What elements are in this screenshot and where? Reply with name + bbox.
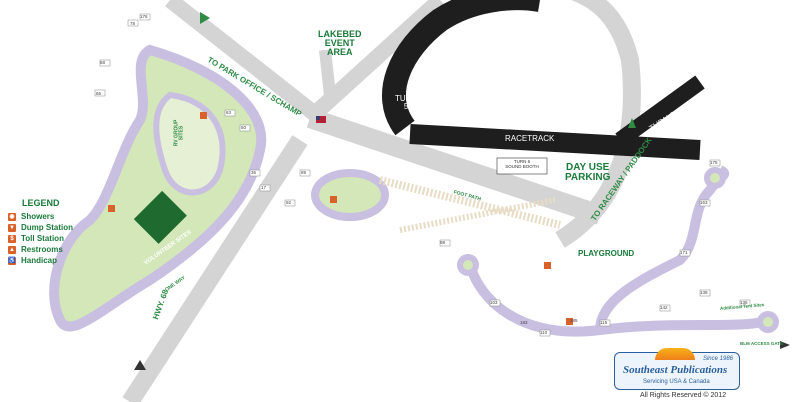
- volunteer-sites-block: [133, 190, 187, 244]
- site-number: 163: [700, 200, 708, 205]
- site-number: 36: [251, 170, 257, 175]
- racetrack-turn6: [615, 75, 705, 147]
- site-number: 175: [710, 160, 718, 165]
- dump-station-icon: ▼: [8, 223, 16, 232]
- map-service-icon: [544, 262, 551, 269]
- arrow-raceway: [628, 118, 636, 128]
- site-number: 110: [540, 330, 548, 335]
- site-number: 176: [140, 14, 148, 19]
- racetrack-label: RACETRACK: [505, 134, 555, 143]
- road-park-office: [165, 0, 325, 125]
- lakebed-area-label: LAKEBED EVENT AREA: [318, 29, 362, 57]
- map-service-icon: [108, 205, 115, 212]
- shower-icon: ◉: [8, 212, 16, 221]
- site-number: 78: [130, 21, 136, 26]
- blm-gate-label: BLM ACCESS GATE: [740, 341, 784, 346]
- logo-name: Southeast Publications: [623, 364, 728, 376]
- sound-booth-label: TURN 6 SOUND BOOTH: [505, 159, 539, 169]
- day-use-parking-label: DAY USE PARKING: [565, 162, 611, 183]
- publisher-logo: Since 1986 Southeast Publications Servic…: [614, 348, 740, 390]
- site-number: 136: [740, 300, 748, 305]
- legend-item-handicap: ♿ Handicap: [8, 256, 58, 265]
- site-number: 89: [301, 170, 307, 175]
- site-number: 103: [490, 300, 498, 305]
- site-number: 171: [680, 250, 688, 255]
- sun-icon: [655, 348, 695, 360]
- site-number: 142: [660, 305, 668, 310]
- site-number: 17: [261, 185, 267, 190]
- playground-label: PLAYGROUND: [578, 249, 635, 258]
- site-number: 68: [100, 60, 106, 65]
- site-number: 63: [226, 110, 232, 115]
- legend-item-toll-station: $ Toll Station: [8, 233, 73, 244]
- logo-since: Since 1986: [702, 356, 733, 362]
- arrow-hwy68: [134, 360, 146, 370]
- north-east-cul-de-sac: [704, 167, 726, 189]
- toll-station-icon: $: [8, 234, 16, 243]
- west-loop-area: [49, 44, 267, 332]
- handicap-icon: ♿: [8, 256, 16, 265]
- site-number: 50: [241, 125, 247, 130]
- road-north: [304, 0, 446, 124]
- legend-item-showers: ◉ Showers: [8, 212, 55, 221]
- turn5-label: TURN 5: [395, 94, 418, 111]
- road-main: [306, 108, 604, 225]
- restroom-icon: ▲: [8, 245, 16, 254]
- sound-booth: [496, 157, 548, 175]
- map-service-icon: [200, 112, 207, 119]
- legend-item-dump-station: ▼ Dump Station: [8, 223, 73, 232]
- map-service-icon: [566, 318, 573, 325]
- far-east-cul-de-sac: [757, 311, 779, 333]
- site-boxes: [94, 13, 751, 337]
- rv-group-label: RV GROUP SITES: [173, 119, 185, 147]
- arrow-blm: [780, 341, 790, 349]
- copyright: All Rights Reserved © 2012: [640, 392, 727, 399]
- site-number: 65: [96, 91, 102, 96]
- middle-loop: [311, 169, 389, 221]
- arrow-park-office: [200, 12, 210, 24]
- flag: [316, 116, 326, 123]
- rv-group-loop: [153, 91, 226, 196]
- site-number: 115: [600, 320, 608, 325]
- site-number: 98: [440, 240, 446, 245]
- logo-sub: Servicing USA & Canada: [643, 379, 710, 385]
- racetrack-straight: [409, 124, 701, 160]
- racetrack: [382, 0, 540, 136]
- road-lakebed: [319, 49, 336, 96]
- site-number: 185: [570, 318, 578, 323]
- road-raceway: [555, 0, 641, 248]
- east-cul-de-sac: [457, 254, 479, 276]
- site-number: 138: [700, 290, 708, 295]
- foot-path: [379, 176, 561, 229]
- legend: LEGEND ◉ Showers ▼ Dump Station $ Toll S…: [8, 198, 73, 266]
- site-number: 183: [520, 320, 528, 325]
- road-hwy68: [122, 135, 308, 402]
- legend-title: LEGEND: [22, 198, 60, 208]
- site-number: 92: [286, 200, 292, 205]
- map-service-icon: [330, 196, 337, 203]
- legend-item-restrooms: ▲ Restrooms: [8, 245, 63, 254]
